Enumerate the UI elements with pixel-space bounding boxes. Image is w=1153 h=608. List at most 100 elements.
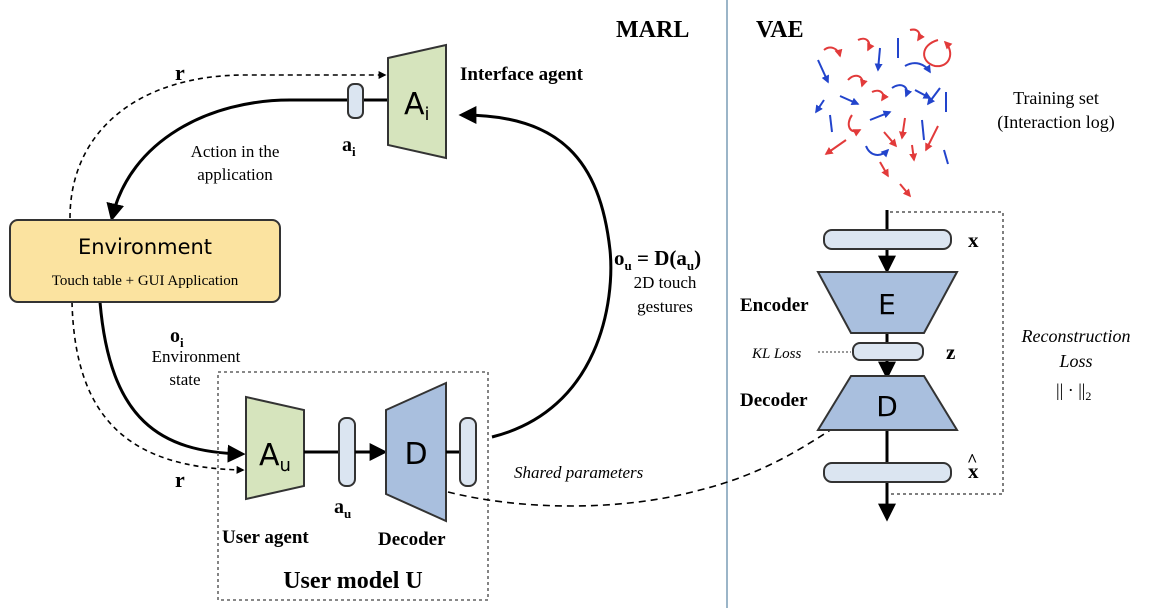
ou-vector [459, 417, 477, 487]
ai-label-sub: i [352, 144, 356, 159]
vae-decoder [816, 375, 959, 431]
svg-text:|| · ||2: || · ||2 [1056, 380, 1091, 403]
user-agent-glyph-sub: u [280, 455, 291, 476]
user-decoder-glyph: D [404, 437, 427, 472]
interface-agent-label: Interface agent [460, 64, 584, 85]
au-label-sub: u [344, 506, 351, 521]
gesture-stroke [815, 99, 825, 114]
gesture-stroke [874, 47, 883, 72]
gesture-stroke [904, 62, 931, 74]
vae-encoder-glyph: E [878, 288, 896, 321]
gesture-stroke [914, 89, 932, 99]
gesture-stroke [909, 28, 925, 42]
reward-label-bottom: r [175, 467, 185, 492]
interface-agent-glyph-sub: i [425, 104, 430, 125]
norm-sub: 2 [1085, 389, 1091, 403]
reward-arrow-top [69, 71, 387, 219]
action-label-line1: Action in the [191, 142, 280, 161]
interface-agent: Ai [387, 43, 447, 160]
environment-title: Environment [78, 235, 212, 259]
gesture-stroke [879, 161, 889, 178]
svg-text:Ai: Ai [404, 87, 430, 125]
training-set-line1: Training set [1013, 88, 1099, 108]
svg-text:Au: Au [259, 438, 291, 476]
oi-label-sub: i [180, 335, 184, 350]
env-state-line1: Environment [152, 347, 241, 366]
interface-agent-glyph: A [404, 87, 425, 122]
touch-label-line2: gestures [637, 297, 693, 316]
reward-label-top: r [175, 60, 185, 85]
xhat-label: x [968, 459, 979, 483]
svg-text:au: au [334, 496, 351, 521]
gesture-stroke [925, 125, 939, 152]
norm-text: || · || [1056, 380, 1085, 400]
z-label: z [946, 340, 955, 364]
vae-encoder-label: Encoder [740, 295, 809, 316]
user-model-label: User model U [283, 568, 423, 594]
ou-label-sub2: u [687, 258, 694, 273]
gesture-stroke [943, 149, 949, 165]
gesture-stroke [923, 39, 953, 68]
gesture-stroke [871, 89, 889, 102]
shared-parameters-link [447, 424, 839, 507]
marl-title: MARL [616, 17, 689, 43]
reward-arrow-bottom [71, 301, 245, 474]
action-arrow [106, 98, 348, 222]
z-vector [852, 342, 924, 361]
gesture-stroke [839, 95, 860, 106]
reconstruction-bracket [890, 211, 1004, 495]
gesture-stroke [817, 59, 829, 84]
recon-loss-line1: Reconstruction [1021, 326, 1131, 346]
user-agent-label: User agent [222, 527, 309, 548]
environment-subtitle: Touch table + GUI Application [52, 273, 239, 289]
user-agent: Au [245, 395, 305, 501]
au-vector [338, 417, 356, 487]
env-state-line2: state [169, 370, 200, 389]
user-model-box [217, 371, 489, 601]
observation-arrow [98, 301, 246, 463]
training-set-gestures [815, 28, 953, 198]
ai-vector [347, 83, 364, 119]
au-label: a [334, 496, 344, 518]
x-label: x [968, 228, 979, 252]
gesture-stroke [857, 37, 875, 52]
user-decoder: D [385, 381, 447, 523]
ai-label: a [342, 134, 352, 156]
gesture-stroke [847, 74, 868, 88]
svg-text:ai: ai [342, 134, 356, 159]
oi-label: o [170, 325, 180, 347]
gesture-stroke [909, 144, 918, 162]
shared-parameters-label: Shared parameters [514, 463, 644, 482]
recon-loss-line2: Loss [1058, 351, 1092, 371]
vae-decoder-glyph: D [876, 390, 898, 423]
ou-label-eq: = D(a [632, 246, 688, 270]
svg-text:ou = D(au): ou = D(au) [614, 246, 701, 273]
action-label-line2: application [197, 165, 273, 184]
training-set-line2: (Interaction log) [997, 112, 1114, 133]
ou-label-close: ) [694, 246, 701, 270]
gesture-stroke [883, 131, 898, 148]
gesture-feedback-arrow [458, 106, 613, 439]
vae-title: VAE [756, 17, 804, 43]
xhat-mark: ^ [967, 450, 977, 470]
gesture-stroke [899, 183, 912, 198]
gesture-stroke [824, 139, 847, 155]
gesture-stroke [898, 117, 907, 140]
gesture-stroke [823, 46, 843, 58]
gesture-stroke [847, 114, 862, 137]
xhat-vector [823, 462, 952, 483]
vae-decoder-label: Decoder [740, 390, 808, 411]
ou-label: o [614, 246, 625, 270]
x-vector [823, 229, 952, 250]
kl-loss-label: KL Loss [751, 346, 802, 362]
touch-label-line1: 2D touch [634, 273, 697, 292]
ou-label-sub: u [625, 258, 632, 273]
gesture-stroke [865, 145, 890, 158]
gesture-stroke [869, 110, 892, 121]
gesture-stroke [829, 114, 833, 133]
user-decoder-label: Decoder [378, 529, 446, 550]
gesture-stroke [891, 84, 913, 98]
gesture-stroke [921, 119, 925, 141]
user-agent-glyph: A [259, 438, 280, 473]
